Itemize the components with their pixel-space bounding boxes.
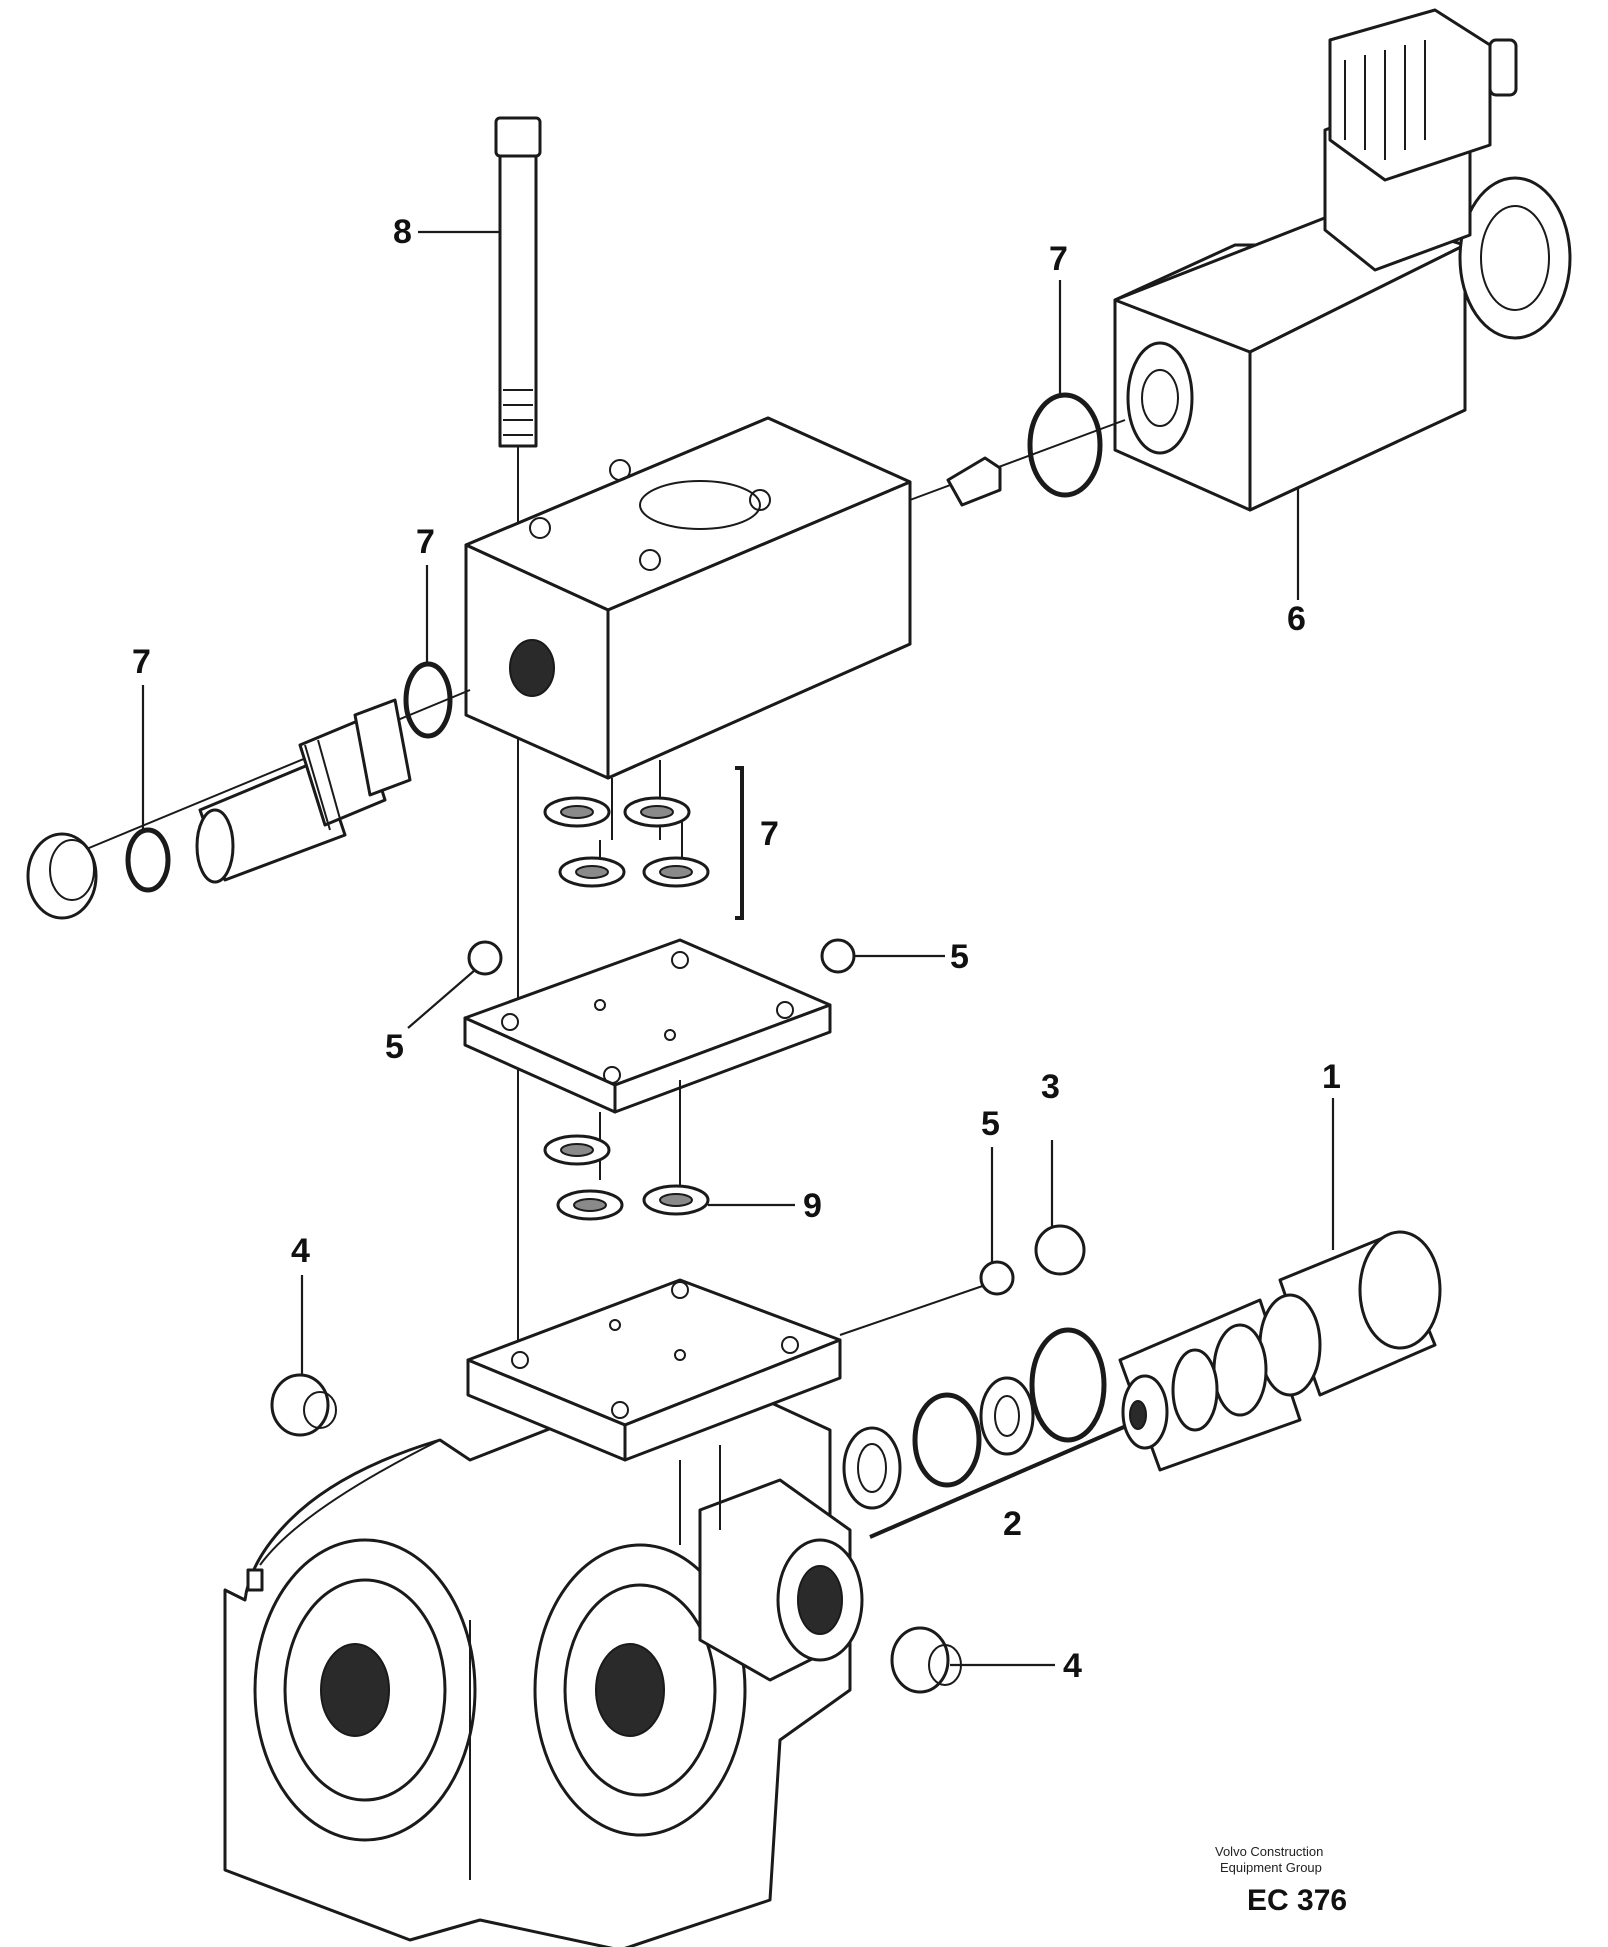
plug-right (890, 1626, 962, 1694)
right-axis-line (839, 1279, 1001, 1336)
left-cartridge (195, 698, 412, 884)
callout-9: 9 (803, 1187, 822, 1225)
footer-line-2: Equipment Group (1220, 1860, 1322, 1875)
leader-lines (141, 230, 1335, 1667)
cartridge-axis-line (59, 689, 471, 861)
solenoid-axis-line (909, 419, 1126, 501)
callout-2: 2 (1003, 1505, 1022, 1543)
callout-4-left: 4 (291, 1232, 310, 1270)
end-cap (26, 832, 98, 920)
footer-line-1: Volvo Construction (1215, 1844, 1323, 1859)
pin (946, 456, 1002, 507)
o-ring-left (125, 827, 171, 893)
o-ring-solenoid (1027, 392, 1103, 498)
plug-left (270, 1373, 337, 1437)
seal-bracket (735, 766, 744, 920)
callout-7-solenoid: 7 (1049, 240, 1068, 278)
callout-7-seals: 7 (760, 815, 779, 853)
callout-8: 8 (393, 213, 412, 251)
ball-small (979, 1260, 1015, 1296)
footer-code: EC 376 (1247, 1884, 1347, 1917)
ball-right (820, 938, 856, 974)
callout-3: 3 (1041, 1068, 1060, 1106)
callout-4-right: 4 (1063, 1647, 1082, 1685)
valve-block (464, 416, 912, 780)
seal-set-upper (543, 760, 710, 888)
long-bolt (494, 116, 542, 448)
valve-housing (223, 1368, 864, 1947)
seal-set-lower (543, 1080, 710, 1221)
callout-5-mid: 5 (981, 1105, 1000, 1143)
adapter-plate (463, 938, 832, 1114)
seal-bracket-right (869, 1418, 1141, 1539)
solenoid-coil (1113, 8, 1572, 512)
ball-left (467, 940, 503, 976)
check-ball (1034, 1224, 1086, 1276)
right-cartridge (1118, 1230, 1442, 1472)
seal-set-right (842, 1327, 1107, 1510)
housing-top-block (466, 1278, 842, 1462)
callout-1: 1 (1322, 1058, 1341, 1096)
callout-6: 6 (1287, 600, 1306, 638)
callout-5-left: 5 (385, 1028, 404, 1066)
callout-7-cap: 7 (132, 643, 151, 681)
callout-7-block: 7 (416, 523, 435, 561)
callout-5-right: 5 (950, 938, 969, 976)
